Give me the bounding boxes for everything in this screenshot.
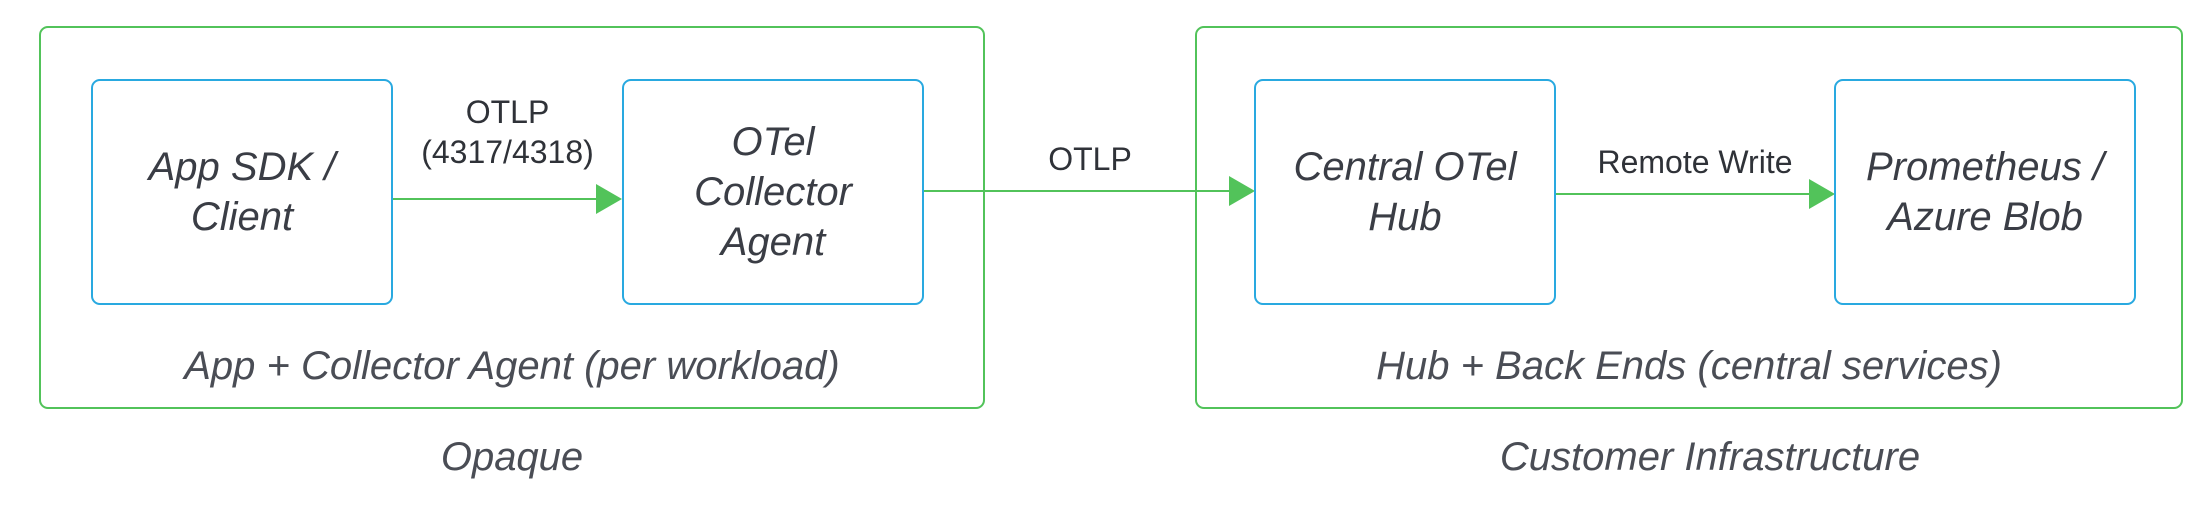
group-label-app-collector-agent: App + Collector Agent (per workload): [184, 344, 840, 388]
node-central-otel-hub: Central OTel Hub: [1254, 79, 1556, 305]
edge-label-otlp: OTLP: [1048, 141, 1132, 177]
zone-label-customer-infrastructure: Customer Infrastructure: [1499, 435, 1921, 479]
edge-label-otlp-ports: OTLP (4317/4318): [421, 94, 594, 170]
zone-label-opaque: Opaque: [440, 435, 584, 479]
edge-label-remote-write: Remote Write: [1597, 144, 1793, 180]
node-otel-collector-agent: OTel Collector Agent: [622, 79, 924, 305]
group-label-hub-back-ends: Hub + Back Ends (central services): [1376, 344, 2002, 388]
group-hub-back-ends: [1195, 26, 2183, 409]
node-app-sdk-client: App SDK / Client: [91, 79, 393, 305]
node-prometheus-azure-blob: Prometheus / Azure Blob: [1834, 79, 2136, 305]
group-app-collector-agent: [39, 26, 985, 409]
